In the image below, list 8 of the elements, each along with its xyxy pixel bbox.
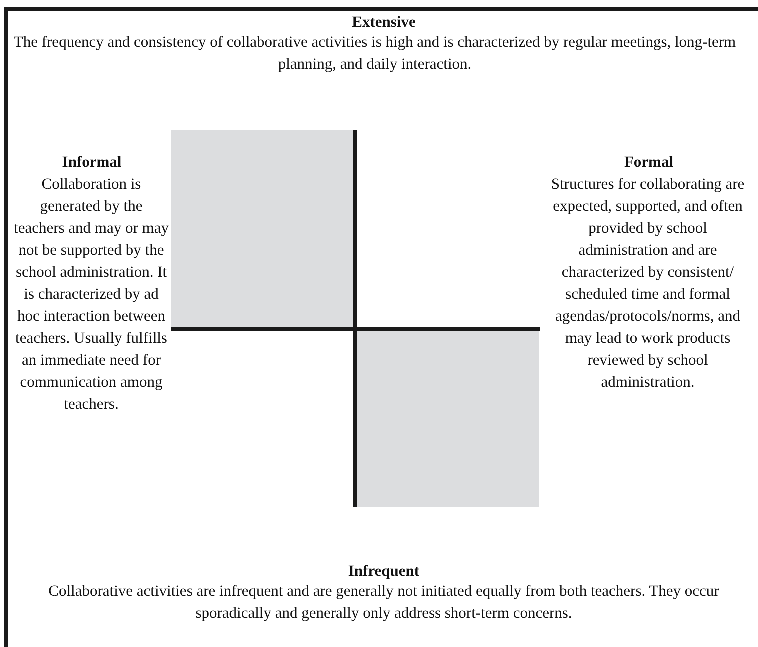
quadrant-description: Collaboration is generated by the teachers and may or may not be supported by the school administration. It is characterized by ad hoc interaction between teachers. Usually fulfills an immediate need for communication among teachers. xyxy=(14,175,169,415)
quadrant-heading: Informal xyxy=(61,153,123,173)
quadrant-description: The frequency and consistency of collaborative activities is high and is characterized by regular meetings, long-term planning, and daily interaction. xyxy=(12,33,738,75)
quadrant-heading: Extensive xyxy=(351,13,417,33)
quadrant-heading: Infrequent xyxy=(347,562,421,582)
quadrant-heading: Formal xyxy=(623,153,675,173)
quadrant-description: Collaborative activities are infrequent and are generally not initiated equally from both teachers. They occur sporadically and generally only address short-term concerns. xyxy=(48,582,720,624)
quadrant-description: Structures for collaborating are expected, supported, and often provided by school administration and are characterized by consistent/ scheduled time and formal agendas/protocols/norms, and may lead to work products reviewed by school administration. xyxy=(550,175,746,393)
